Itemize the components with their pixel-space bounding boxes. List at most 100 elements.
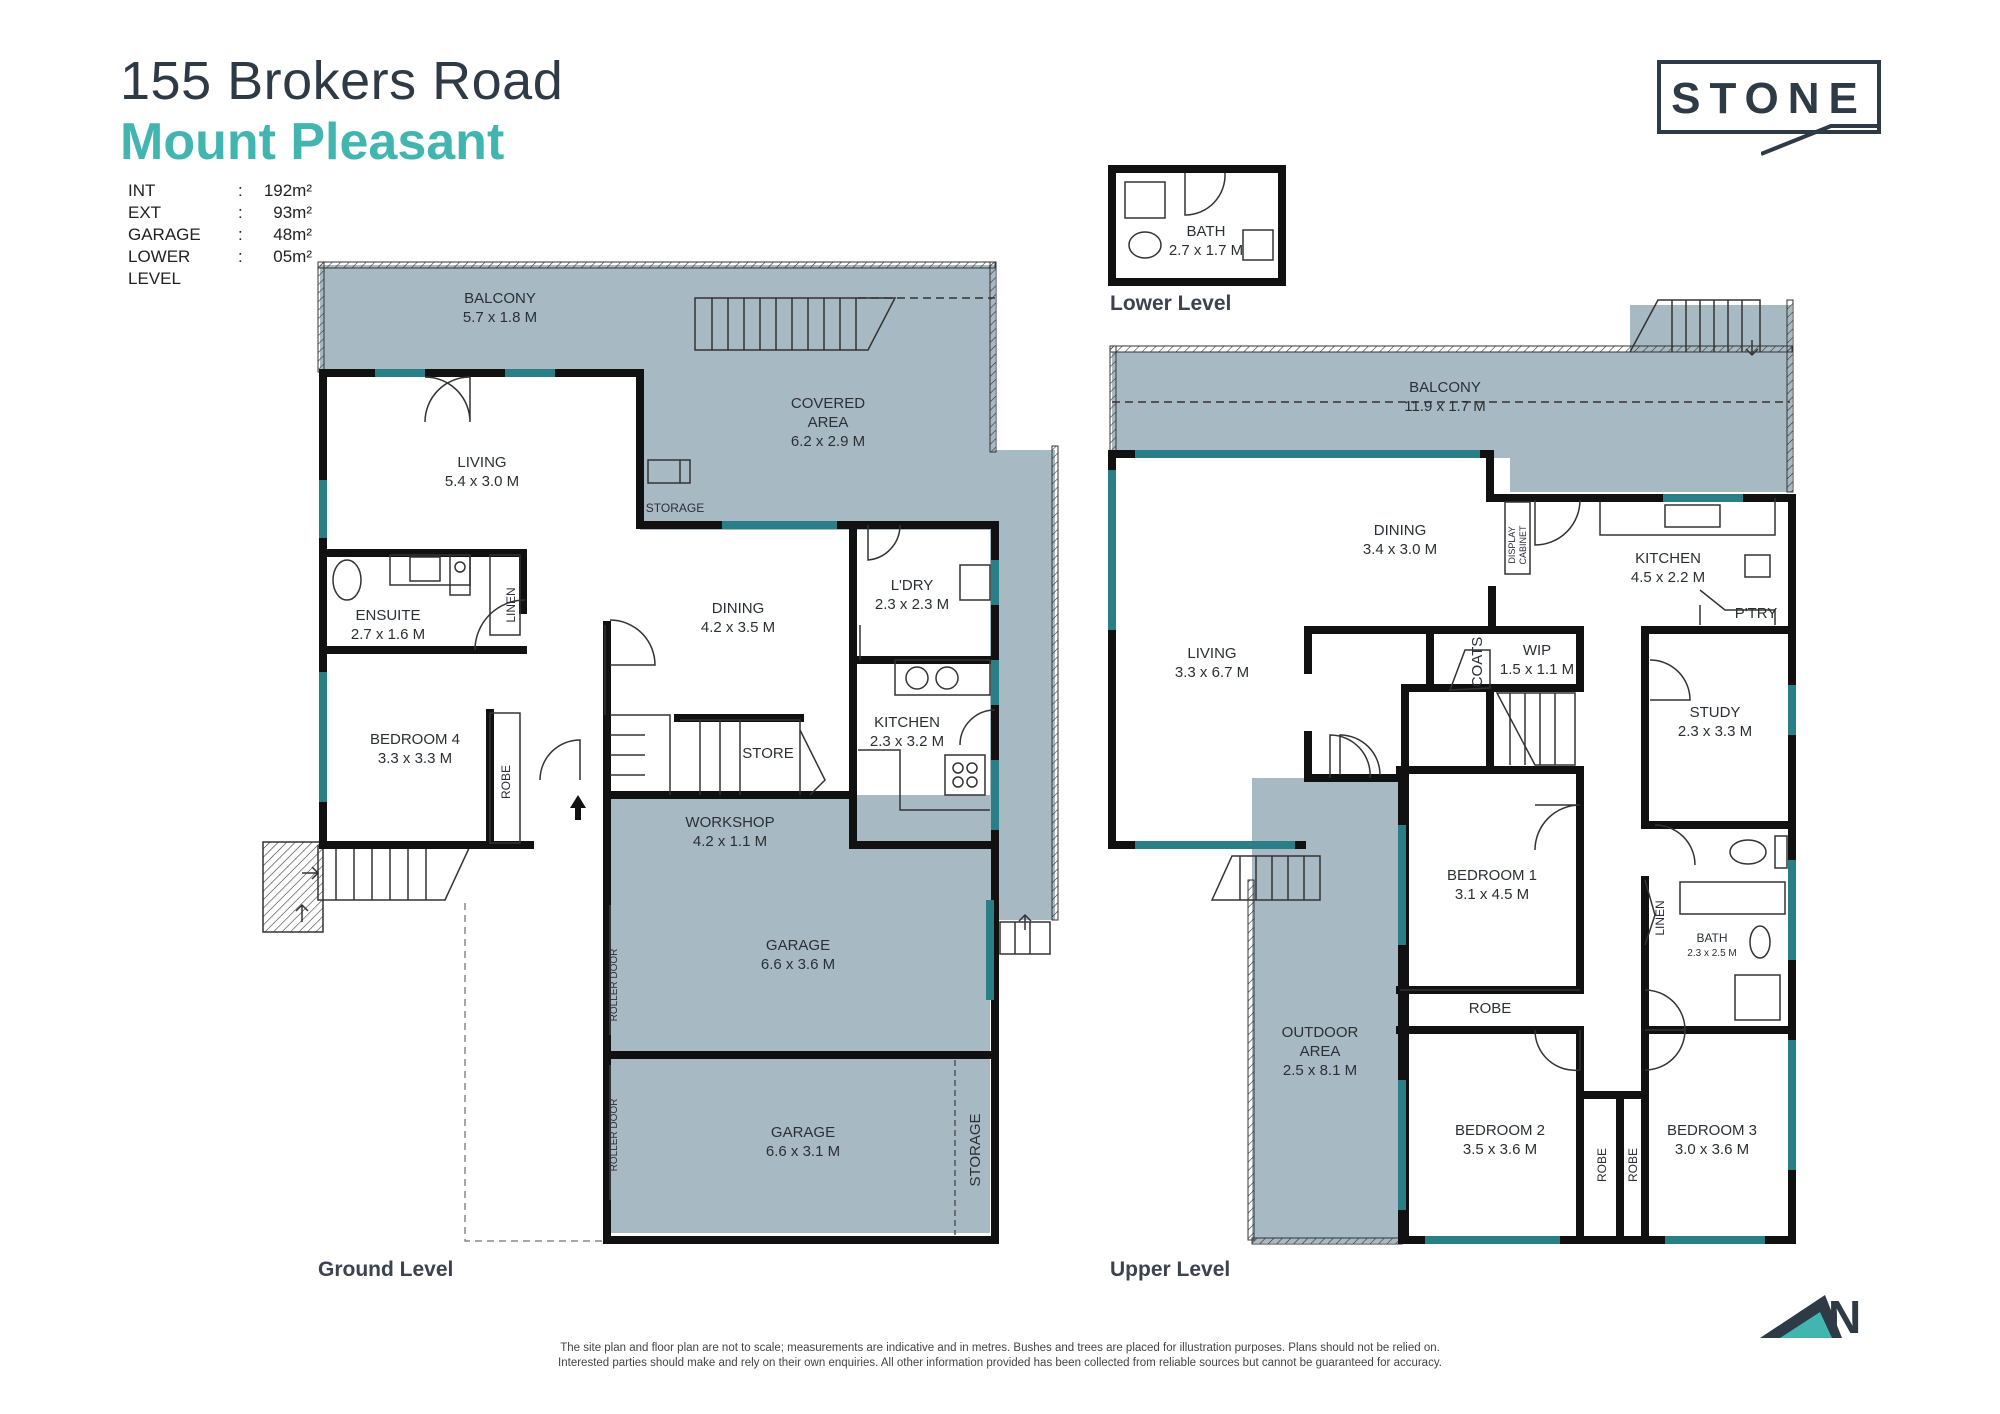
label-ensuite: ENSUITE (355, 607, 420, 624)
label-bedroom4: BEDROOM 4 (370, 731, 460, 748)
area-row-lower: LOWER LEVEL:05m² (128, 247, 312, 288)
area-label: INT (128, 181, 156, 200)
dim-living: 5.4 x 3.0 M (445, 473, 519, 490)
label-roller-door-2: ROLLER DOOR (609, 1099, 620, 1172)
label-store: STORE (742, 745, 793, 762)
label-robe-2: ROBE (1595, 1148, 1609, 1182)
dim-upper-living: 3.3 x 6.7 M (1175, 664, 1249, 681)
dim-garage1: 6.6 x 3.6 M (761, 956, 835, 973)
label-upper-kitchen: KITCHEN (1635, 550, 1701, 567)
label-balcony: BALCONY (464, 290, 536, 307)
label-upper-robe: ROBE (1469, 1000, 1512, 1017)
area-row-int: INT:192m² (128, 181, 312, 200)
label-laundry: L'DRY (891, 577, 934, 594)
label-bedroom3: BEDROOM 3 (1667, 1122, 1757, 1139)
label-upper-bath: BATH (1696, 931, 1727, 945)
entry-arrow-icon (570, 795, 586, 820)
label-pantry: P'TRY (1735, 605, 1778, 622)
garage-area (607, 795, 990, 1233)
label-robe-3: ROBE (1626, 1148, 1640, 1182)
dim-bedroom3: 3.0 x 3.6 M (1675, 1141, 1749, 1158)
dim-ensuite: 2.7 x 1.6 M (351, 626, 425, 643)
label-garage2: GARAGE (771, 1124, 835, 1141)
label-dining: DINING (712, 600, 765, 617)
upper-level-label: Upper Level (1110, 1258, 1231, 1281)
area-value: 192m² (263, 181, 312, 200)
dim-workshop: 4.2 x 1.1 M (693, 833, 767, 850)
dim-upper-dining: 3.4 x 3.0 M (1363, 541, 1437, 558)
upper-balcony-area (1112, 352, 1792, 492)
label-living: LIVING (457, 454, 506, 471)
dim-kitchen: 2.3 x 3.2 M (870, 733, 944, 750)
label-robe: ROBE (499, 765, 513, 799)
disclaimer-line-2: Interested parties should make and rely … (558, 1357, 1442, 1369)
north-label: N (1828, 1291, 1862, 1343)
logo-text: STONE (1671, 74, 1867, 123)
area-value: 05m² (273, 247, 312, 266)
area-label: GARAGE (128, 225, 201, 244)
dim-covered: 6.2 x 2.9 M (791, 433, 865, 450)
north-arrow-icon (1760, 1295, 1842, 1338)
balcony-stairs (694, 297, 897, 351)
label-outdoor: OUTDOOR (1282, 1024, 1359, 1041)
dim-dining: 4.2 x 3.5 M (701, 619, 775, 636)
label-study: STUDY (1690, 704, 1741, 721)
dim-lower-bath: 2.7 x 1.7 M (1169, 242, 1243, 259)
label-workshop: WORKSHOP (685, 814, 774, 831)
property-address: 155 Brokers Road (120, 51, 564, 111)
dim-garage2: 6.6 x 3.1 M (766, 1143, 840, 1160)
dim-study: 2.3 x 3.3 M (1678, 723, 1752, 740)
entry-stairs (262, 841, 472, 933)
label-lower-bath: BATH (1187, 223, 1226, 240)
lower-level-plan: BATH 2.7 x 1.7 M (1108, 165, 1286, 286)
logo-swoosh-icon (1761, 124, 1881, 156)
dim-bedroom1: 3.1 x 4.5 M (1455, 886, 1529, 903)
upper-windows (1108, 450, 1796, 1244)
dim-bedroom2: 3.5 x 3.6 M (1463, 1141, 1537, 1158)
label-garage1: GARAGE (766, 937, 830, 954)
ground-windows (319, 369, 999, 1000)
dim-upper-kitchen: 4.5 x 2.2 M (1631, 569, 1705, 586)
label-wip: WIP (1523, 642, 1551, 659)
disclaimer-line-1: The site plan and floor plan are not to … (560, 1342, 1440, 1354)
ground-level-label: Ground Level (318, 1258, 454, 1281)
dim-upper-balcony: 11.9 x 1.7 M (1404, 398, 1485, 415)
area-row-ext: EXT:93m² (128, 203, 312, 222)
lower-level-label: Lower Level (1110, 292, 1232, 315)
area-value: 48m² (273, 225, 312, 244)
label-bedroom1: BEDROOM 1 (1447, 867, 1537, 884)
upper-level-plan: BALCONY 11.9 x 1.7 M DINING 3.4 x 3.0 M … (1108, 299, 1796, 1245)
label-upper-linen: LINEN (1653, 900, 1667, 935)
ground-walls (319, 369, 999, 1244)
label-roller-door-1: ROLLER DOOR (609, 949, 620, 1022)
stone-logo: STONE (1657, 60, 1881, 156)
label-storage-2: STORAGE (967, 1113, 984, 1186)
label-coats: COATS (1469, 637, 1486, 688)
label-upper-living: LIVING (1187, 645, 1236, 662)
label-covered-2: AREA (808, 414, 849, 431)
label-covered: COVERED (791, 395, 865, 412)
area-label: EXT (128, 203, 162, 222)
area-value: 93m² (273, 203, 312, 222)
label-display: DISPLAY (1507, 526, 1517, 563)
label-linen: LINEN (504, 587, 518, 622)
dim-outdoor: 2.5 x 8.1 M (1283, 1062, 1357, 1079)
dim-laundry: 2.3 x 2.3 M (875, 596, 949, 613)
label-outdoor-2: AREA (1300, 1043, 1341, 1060)
dim-balcony: 5.7 x 1.8 M (463, 309, 537, 326)
area-row-garage: GARAGE:48m² (128, 225, 312, 244)
area-summary: INT:192m² EXT:93m² GARAGE:48m² LOWER LEV… (128, 180, 312, 290)
dim-wip: 1.5 x 1.1 M (1500, 661, 1574, 678)
ground-balcony-area (320, 265, 1055, 920)
label-upper-balcony: BALCONY (1409, 379, 1481, 396)
ground-level-plan: BALCONY 5.7 x 1.8 M COVERED AREA 6.2 x 2… (262, 261, 1059, 1244)
label-kitchen: KITCHEN (874, 714, 940, 731)
dim-upper-bath: 2.3 x 2.5 M (1687, 948, 1736, 959)
disclaimer: The site plan and floor plan are not to … (400, 1341, 1600, 1371)
area-label: LOWER LEVEL (128, 247, 191, 288)
dim-bedroom4: 3.3 x 3.3 M (378, 750, 452, 767)
label-storage: STORAGE (646, 501, 704, 515)
property-suburb: Mount Pleasant (120, 113, 505, 171)
label-upper-dining: DINING (1374, 522, 1427, 539)
